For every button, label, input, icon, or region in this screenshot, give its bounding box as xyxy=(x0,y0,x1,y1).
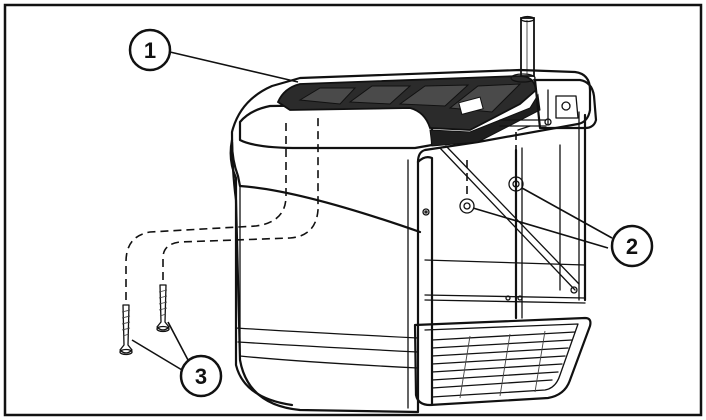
callout-3: 3 xyxy=(179,354,223,398)
mount-holes xyxy=(459,132,524,214)
callout-2-label: 2 xyxy=(626,234,638,259)
callout-1: 1 xyxy=(128,28,172,72)
hinge-bracket xyxy=(499,73,598,131)
upright-pole xyxy=(520,17,535,77)
screw-left xyxy=(119,304,133,356)
hood-shell xyxy=(229,68,592,414)
screw-path-lines xyxy=(125,116,319,300)
callout-3-leader-left xyxy=(131,339,183,371)
callout-3-label: 3 xyxy=(195,364,207,389)
callout-2-leader-lower xyxy=(472,207,609,249)
callout-1-label: 1 xyxy=(144,38,156,63)
callout-2: 2 xyxy=(610,224,654,268)
figure-border xyxy=(3,3,703,417)
callout-3-leader-right xyxy=(167,321,189,361)
top-cover-panel xyxy=(276,75,541,147)
foot-tray xyxy=(413,316,592,407)
frame-structure xyxy=(424,15,587,320)
callout-2-leader-upper xyxy=(521,187,613,239)
screw-right xyxy=(156,284,170,333)
callout-1-leader xyxy=(169,51,299,83)
mount-hole-upper xyxy=(508,176,524,192)
mount-hole-lower xyxy=(459,198,475,214)
